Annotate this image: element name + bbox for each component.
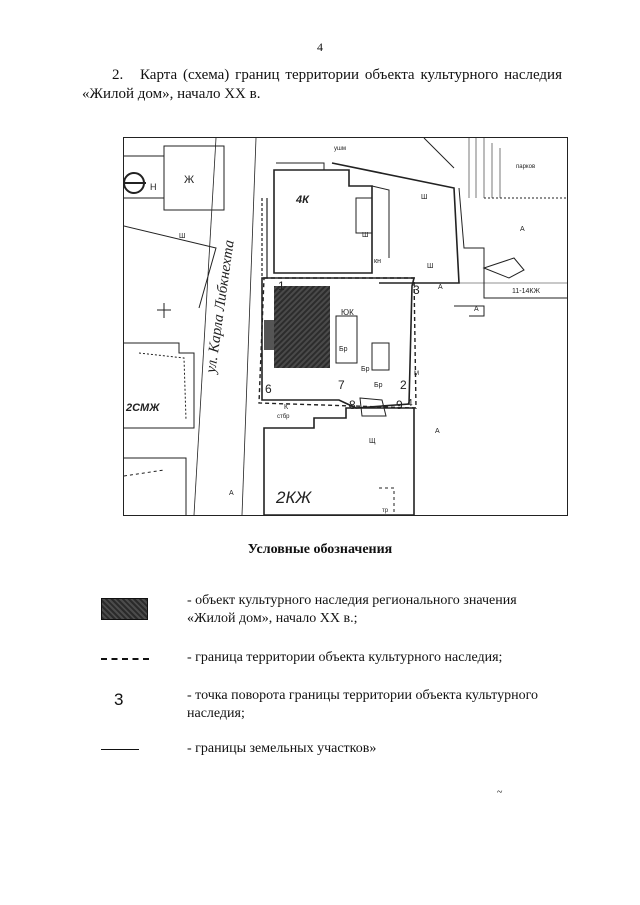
turn-point-3: 3 <box>413 283 420 297</box>
turn-point-1: 1 <box>278 279 285 293</box>
heading: 2.Карта (схема) границ территории объект… <box>82 66 562 104</box>
map-label-kn: кн <box>374 258 381 265</box>
turn-point-symbol: 3 <box>114 690 124 709</box>
map-label-sch: Щ <box>369 438 376 445</box>
boundary-map: Н Ж Ш 4К Ш Ш А кн 11-14КЖ ЮК А А А Бр Бр… <box>123 137 568 516</box>
turn-point-2: 2 <box>400 378 407 392</box>
map-label-br-2: Бр <box>361 366 370 373</box>
legend-text: - объект культурного наследия региональн… <box>187 593 517 626</box>
map-label-m-small: М <box>414 371 419 377</box>
heritage-swatch-icon <box>101 598 148 620</box>
map-label-4k: 4К <box>296 194 309 206</box>
map-label-tr: тр <box>382 508 389 514</box>
legend-text: - границы земельных участков» <box>187 741 377 756</box>
map-label-sh-b: Ш <box>421 194 428 201</box>
heading-number: 2. <box>112 67 124 83</box>
map-label-parking: парков <box>516 164 536 170</box>
footer-mark: ~ <box>497 787 503 798</box>
map-label-sh-c: Ш <box>427 263 434 270</box>
map-label-n: Н <box>150 182 157 192</box>
map-label-2kzh: 2КЖ <box>276 488 312 507</box>
map-label-a-2: А <box>438 284 443 291</box>
map-label-smzh: 2СМЖ <box>126 402 160 414</box>
map-label-stbr: стбр <box>277 414 290 420</box>
page-number: 4 <box>317 40 323 54</box>
map-label-kyuzh: 11-14КЖ <box>512 288 540 295</box>
solid-line-icon <box>101 749 139 750</box>
map-label-a-5: А <box>229 490 234 497</box>
turn-point-4: 4 <box>407 398 413 409</box>
map-label-sh-a: Ш <box>179 233 186 240</box>
turn-point-7: 7 <box>338 378 345 392</box>
turn-point-9: 9 <box>396 398 403 412</box>
map-label-br-1: Бр <box>339 346 348 353</box>
map-label-zh: Ж <box>184 174 195 186</box>
map-label-k-lower: К <box>284 404 289 411</box>
dashed-line-icon <box>101 658 149 660</box>
map-label-a-1: А <box>520 226 525 233</box>
heading-text: Карта (схема) границ территории объекта … <box>82 67 562 102</box>
map-label-br-3: Бр <box>374 382 383 389</box>
map-label-a-3: А <box>474 306 479 313</box>
map-label-ushm: ушм <box>334 146 346 152</box>
map-label-a-4: А <box>435 428 440 435</box>
turn-point-8: 8 <box>349 398 356 412</box>
map-label-sh-d: Ш <box>362 232 369 239</box>
map-drawing <box>124 138 567 515</box>
legend-text: - граница территории объекта культурного… <box>187 650 503 665</box>
legend-title: Условные обозначения <box>247 542 393 557</box>
legend-text: - точка поворота границы территории объе… <box>187 688 538 721</box>
turn-point-6: 6 <box>265 382 272 396</box>
map-label-yuk: ЮК <box>341 308 354 317</box>
